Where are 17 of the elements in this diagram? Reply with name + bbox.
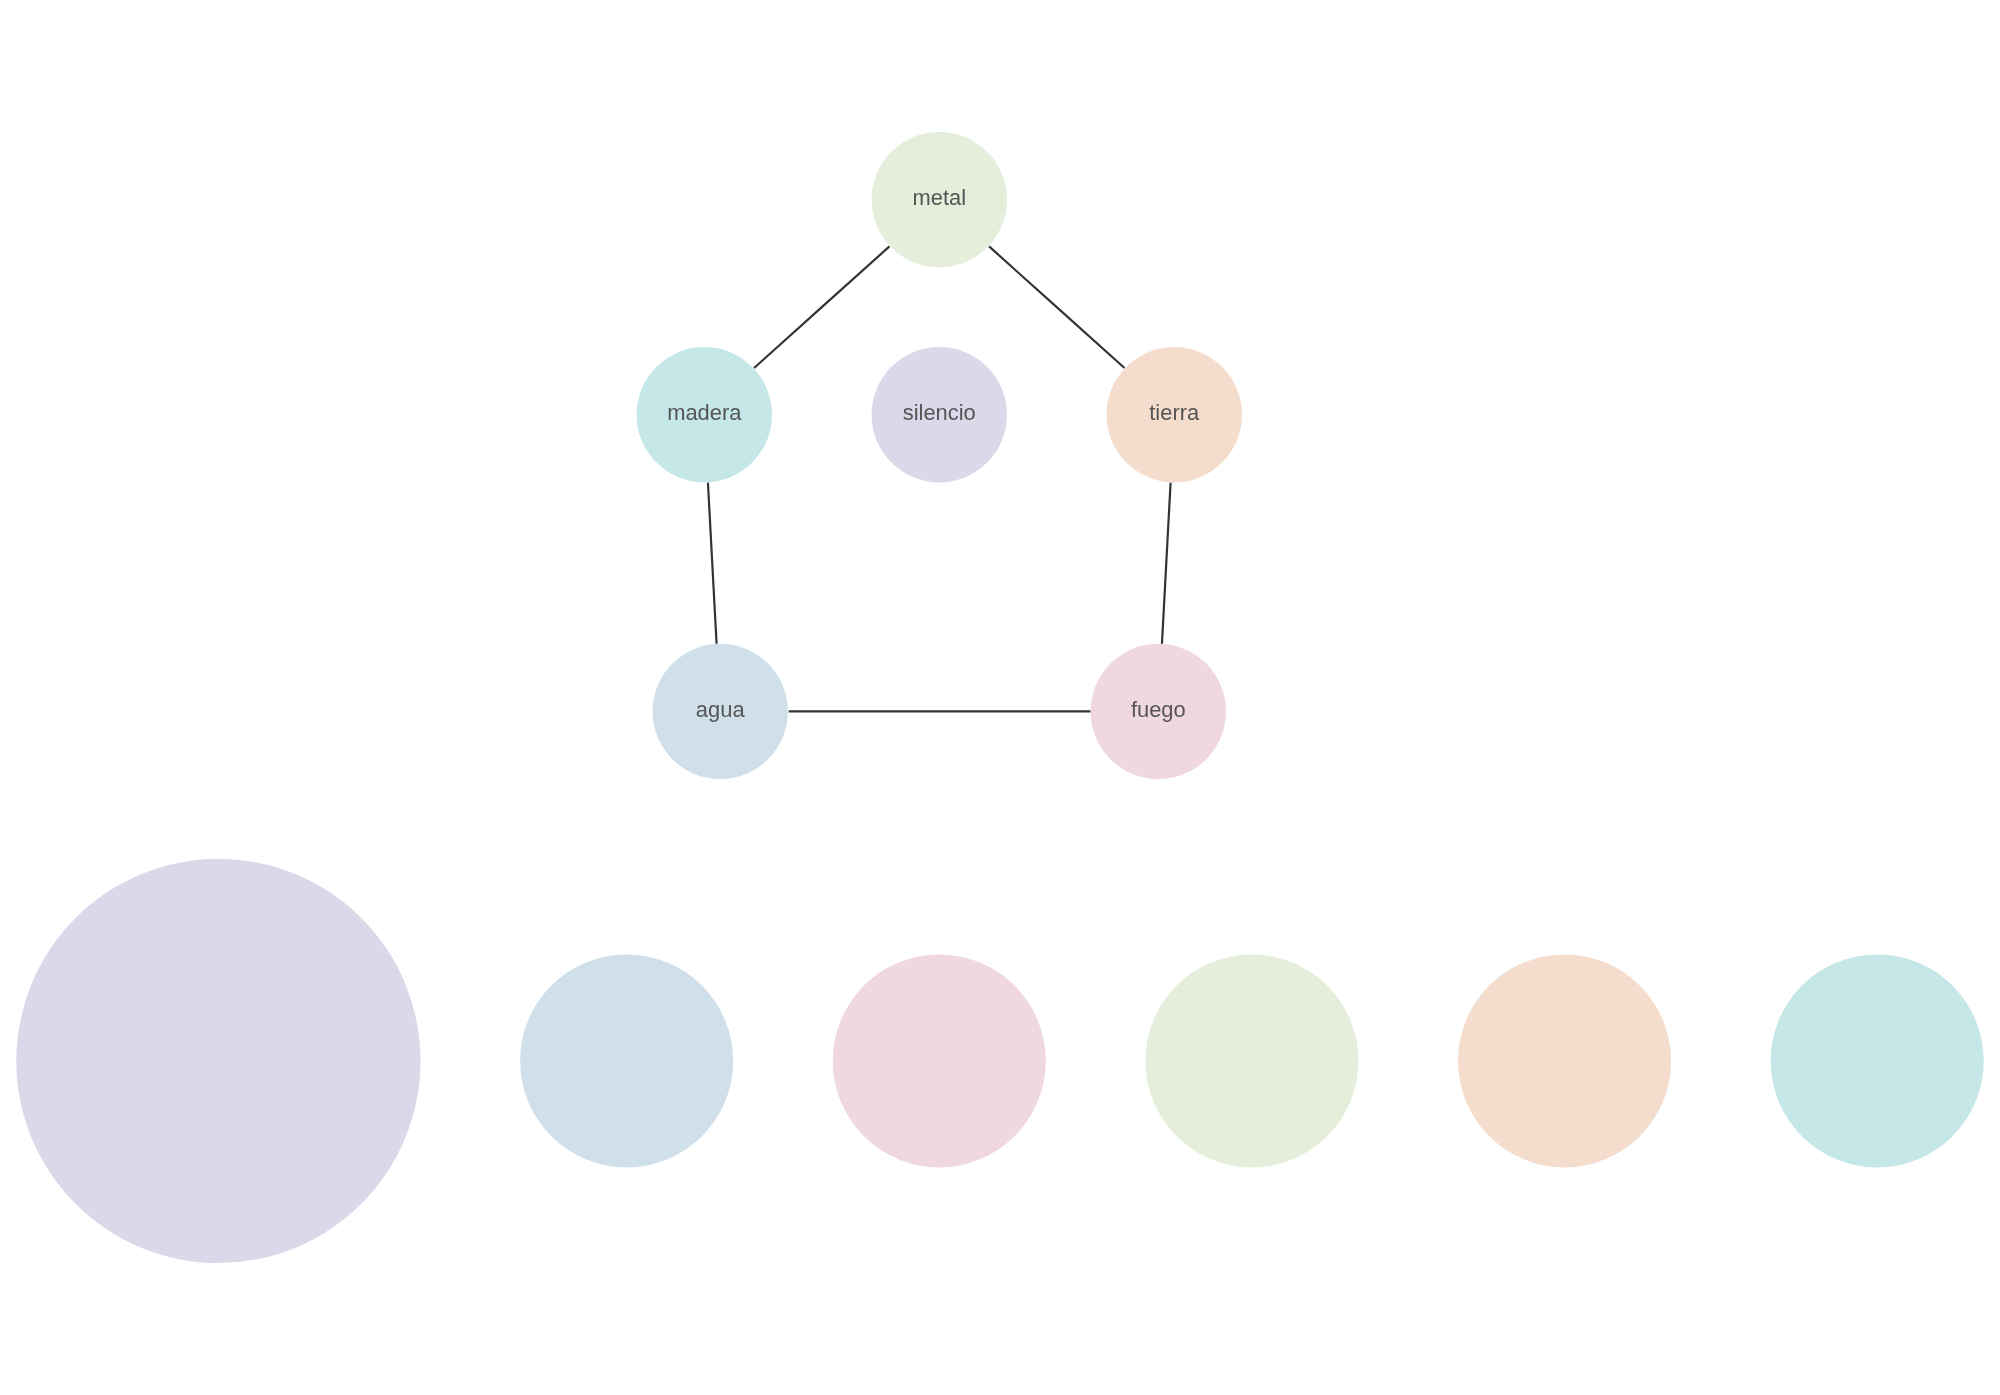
- node-circle: fuego: [1090, 643, 1226, 780]
- node-circle: [1458, 954, 1672, 1168]
- node-circle: [520, 954, 734, 1168]
- connector: [753, 245, 891, 369]
- connector: [1160, 482, 1172, 644]
- node-circle: madera: [636, 347, 772, 483]
- node-circle: metal: [871, 131, 1007, 268]
- connector: [788, 710, 1091, 713]
- connector: [988, 245, 1126, 369]
- node-circle: agua: [652, 643, 788, 780]
- node-circle: [832, 954, 1046, 1168]
- connector: [706, 482, 718, 644]
- node-circle: [16, 858, 421, 1264]
- node-circle: tierra: [1106, 347, 1242, 483]
- node-circle: silencio: [871, 347, 1007, 483]
- node-circle: [1145, 954, 1359, 1168]
- node-circle: [1770, 954, 1984, 1168]
